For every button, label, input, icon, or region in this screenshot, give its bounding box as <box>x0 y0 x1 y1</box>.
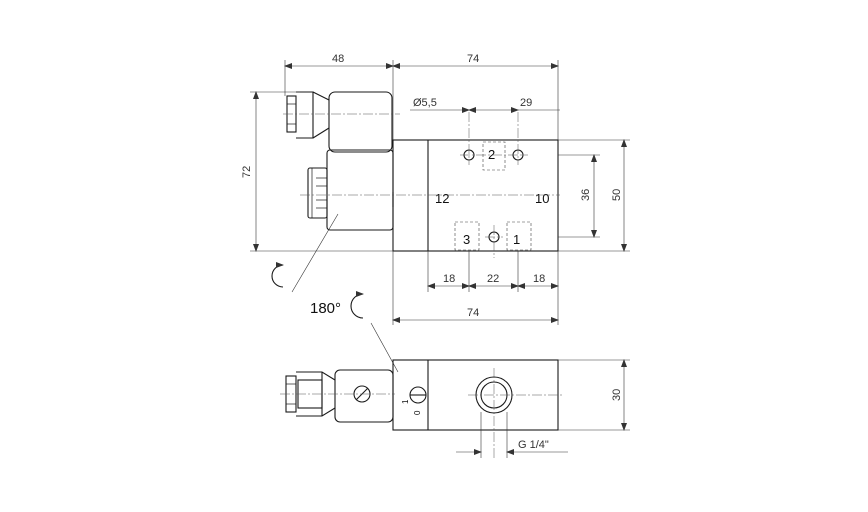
dim-width-48: 48 <box>332 53 344 65</box>
top-view: 2 12 10 3 1 48 74 Ø5,5 29 72 50 36 <box>241 53 630 325</box>
rotation-label: 180° <box>310 300 341 317</box>
dim-height-72: 72 <box>241 166 253 178</box>
hidden-port-outlines <box>454 141 532 251</box>
rotation-arrow-icon <box>271 262 284 288</box>
manual-override: 1 0 <box>401 386 427 415</box>
dim-width-74-bottom: 74 <box>467 307 479 319</box>
rotation-indicator: 180° <box>271 262 399 373</box>
override-mark-0: 0 <box>413 410 422 415</box>
dim-thread: G 1/4" <box>518 439 549 451</box>
dim-bore-diameter: Ø5,5 <box>413 97 437 109</box>
solenoid-coil <box>283 91 560 231</box>
dim-bore-spacing: 29 <box>520 97 532 109</box>
rotation-arrow-icon-2 <box>350 291 364 319</box>
dim-width-74-top: 74 <box>467 53 479 65</box>
valve-block-outline <box>392 139 559 252</box>
override-mark-1: 1 <box>401 399 410 404</box>
dim-port-spacing-36: 36 <box>580 189 592 201</box>
port-label-3: 3 <box>463 232 470 247</box>
dim-side-height-30: 30 <box>611 389 623 401</box>
side-view: 1 0 G 1/4" 30 <box>280 359 630 460</box>
dim-height-50: 50 <box>611 189 623 201</box>
port-label-10: 10 <box>535 191 549 206</box>
port-label-2: 2 <box>488 147 495 162</box>
port-label-1: 1 <box>513 232 520 247</box>
dim-port-offset-right: 18 <box>533 273 545 285</box>
solenoid-side <box>280 369 395 423</box>
dim-port-offset-left: 18 <box>443 273 455 285</box>
dim-port-offset-middle: 22 <box>487 273 499 285</box>
port-label-12: 12 <box>435 191 449 206</box>
